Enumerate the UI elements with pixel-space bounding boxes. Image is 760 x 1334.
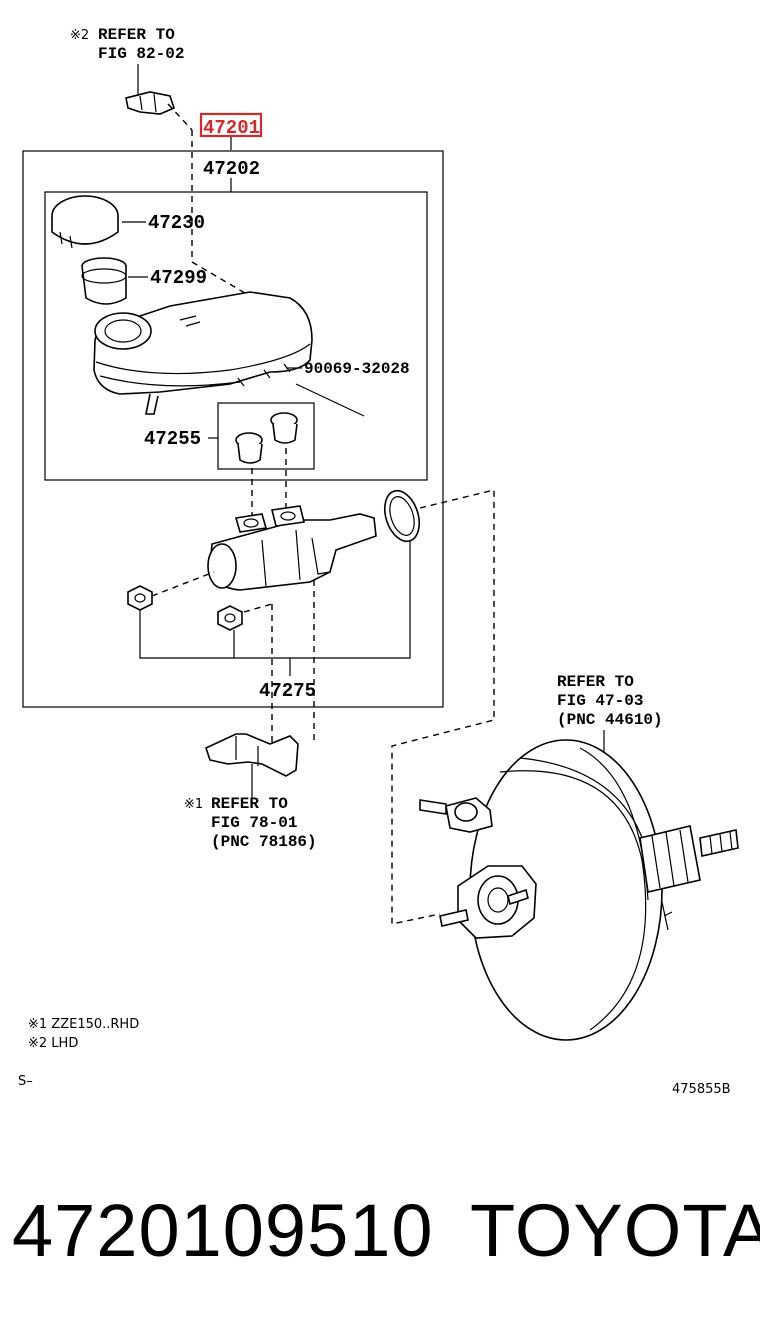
leader-line (139, 540, 411, 659)
callout-47-line1: REFER TO (557, 673, 634, 691)
parts-diagram: ※2 REFER TO FIG 82-02 47201 47202 47230 … (18, 26, 739, 1097)
cylinder-assembly-box (22, 150, 444, 708)
label-90069-32028[interactable]: 90069-32028 (304, 360, 410, 378)
gasket-ring-icon (383, 489, 421, 543)
label-47230[interactable]: 47230 (148, 212, 205, 234)
label-47255[interactable]: 47255 (144, 428, 201, 450)
highlighted-part-label[interactable]: 47201 (199, 112, 263, 139)
dashed-guide (151, 571, 215, 597)
reservoir-box (44, 191, 428, 481)
dashed-guide (391, 489, 495, 925)
part-number-title: 4720109510 (12, 1189, 434, 1272)
label-47299[interactable]: 47299 (150, 267, 207, 289)
grommet-icon (270, 412, 298, 444)
nut-icon (127, 585, 153, 611)
dashed-guide (243, 603, 273, 613)
series-mark: S– (18, 1074, 33, 1089)
note-2: ※2 LHD (28, 1036, 78, 1051)
callout-78-line1: REFER TO (211, 795, 288, 813)
nut-icon (217, 605, 243, 631)
brake-booster-icon (419, 739, 739, 1041)
grommet-box (217, 402, 315, 470)
callout-82-mark: ※2 (70, 28, 89, 43)
dashed-guide (167, 103, 193, 131)
callout-82-line2: FIG 82-02 (98, 45, 184, 63)
figure-id: 475855B (672, 1082, 731, 1097)
label-47202[interactable]: 47202 (203, 158, 260, 180)
strainer-icon (81, 257, 127, 305)
callout-47-line3: (PNC 44610) (557, 711, 663, 729)
callout-82-line1: REFER TO (98, 26, 175, 44)
reservoir-tank-icon (93, 291, 313, 415)
bracket-clip-icon (125, 91, 175, 115)
note-1: ※1 ZZE150..RHD (28, 1017, 139, 1032)
brand-title: TOYOTA (470, 1189, 760, 1272)
callout-fig-47-03: REFER TO FIG 47-03 (PNC 44610) (557, 673, 663, 729)
grommet-icon (235, 432, 263, 464)
gasket-ring-inner (389, 496, 415, 536)
master-cylinder-icon (207, 505, 377, 591)
label-47201[interactable]: 47201 (203, 117, 260, 139)
callout-fig-82-02: ※2 REFER TO FIG 82-02 (70, 26, 184, 63)
dashed-guide (191, 261, 251, 297)
callout-fig-78-01: ※1 REFER TO FIG 78-01 (PNC 78186) (184, 795, 317, 851)
pin-icon (295, 383, 365, 417)
callout-78-line3: (PNC 78186) (211, 833, 317, 851)
callout-78-line2: FIG 78-01 (211, 814, 297, 832)
label-47275[interactable]: 47275 (259, 680, 316, 702)
reservoir-cap-icon (51, 195, 119, 249)
callout-78-mark: ※1 (184, 797, 203, 812)
callout-47-line2: FIG 47-03 (557, 692, 643, 710)
lower-bracket-icon (205, 733, 299, 777)
